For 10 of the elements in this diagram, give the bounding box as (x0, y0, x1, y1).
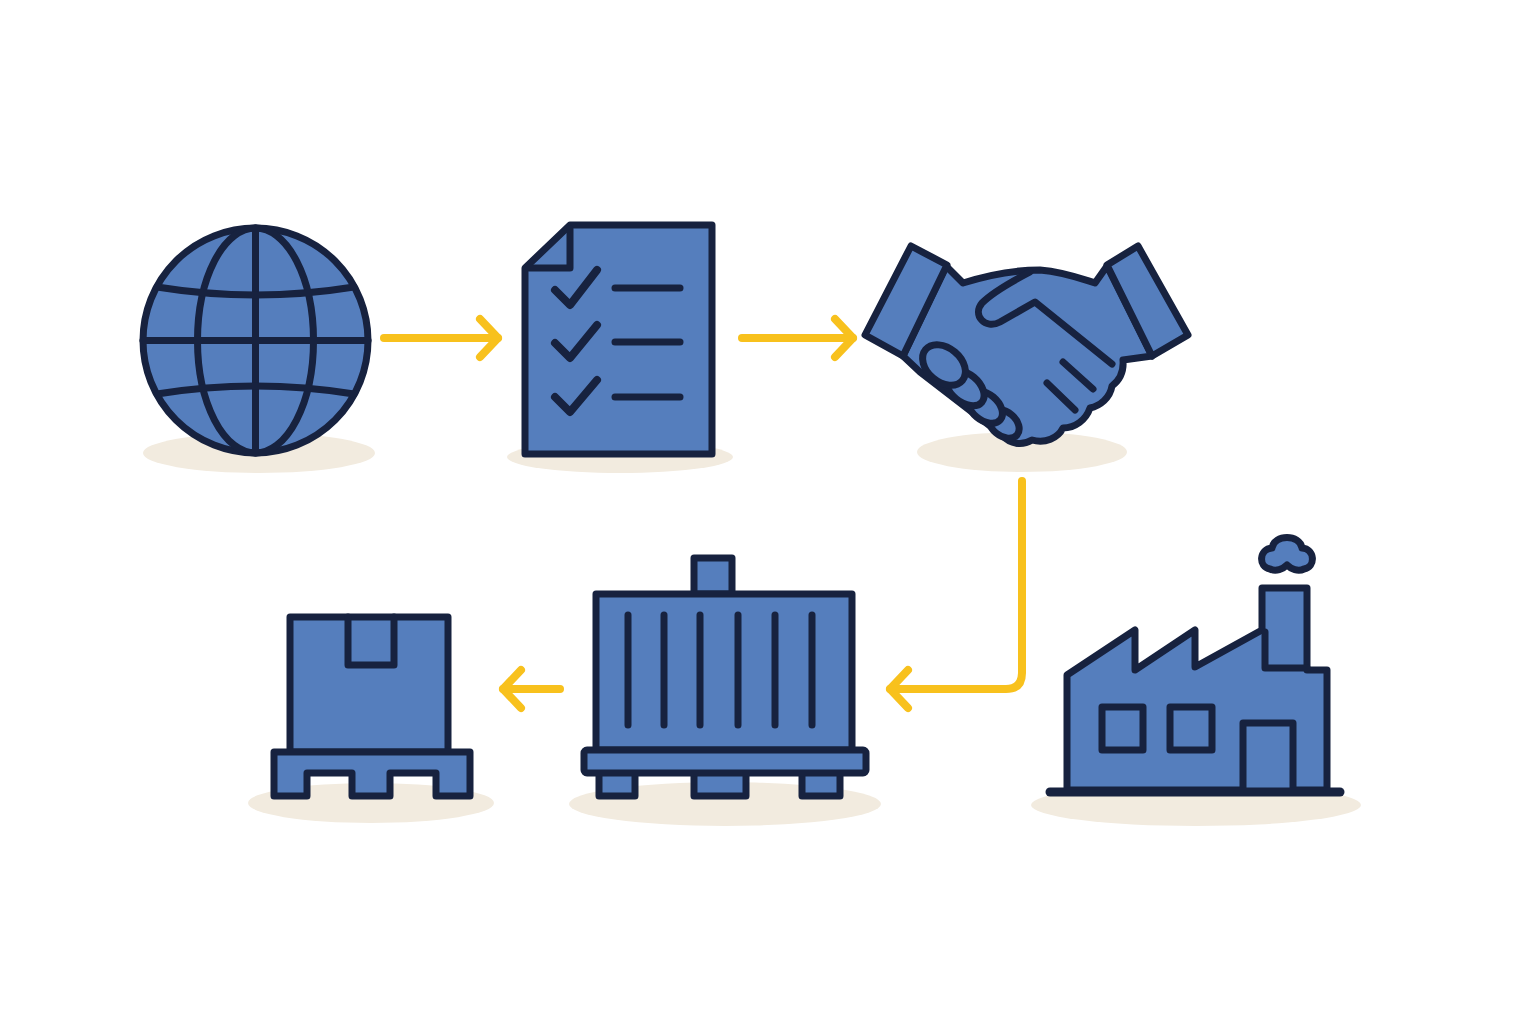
arrow (499, 666, 564, 712)
arrow (886, 477, 1026, 712)
factory-icon (1030, 531, 1362, 827)
handshake-icon (861, 242, 1192, 473)
arrow (380, 315, 502, 361)
arrow (738, 315, 857, 361)
checklist-icon (506, 221, 734, 474)
shipping-container-icon (568, 554, 882, 827)
pallet-box-icon (247, 613, 495, 824)
globe-icon (139, 224, 376, 474)
